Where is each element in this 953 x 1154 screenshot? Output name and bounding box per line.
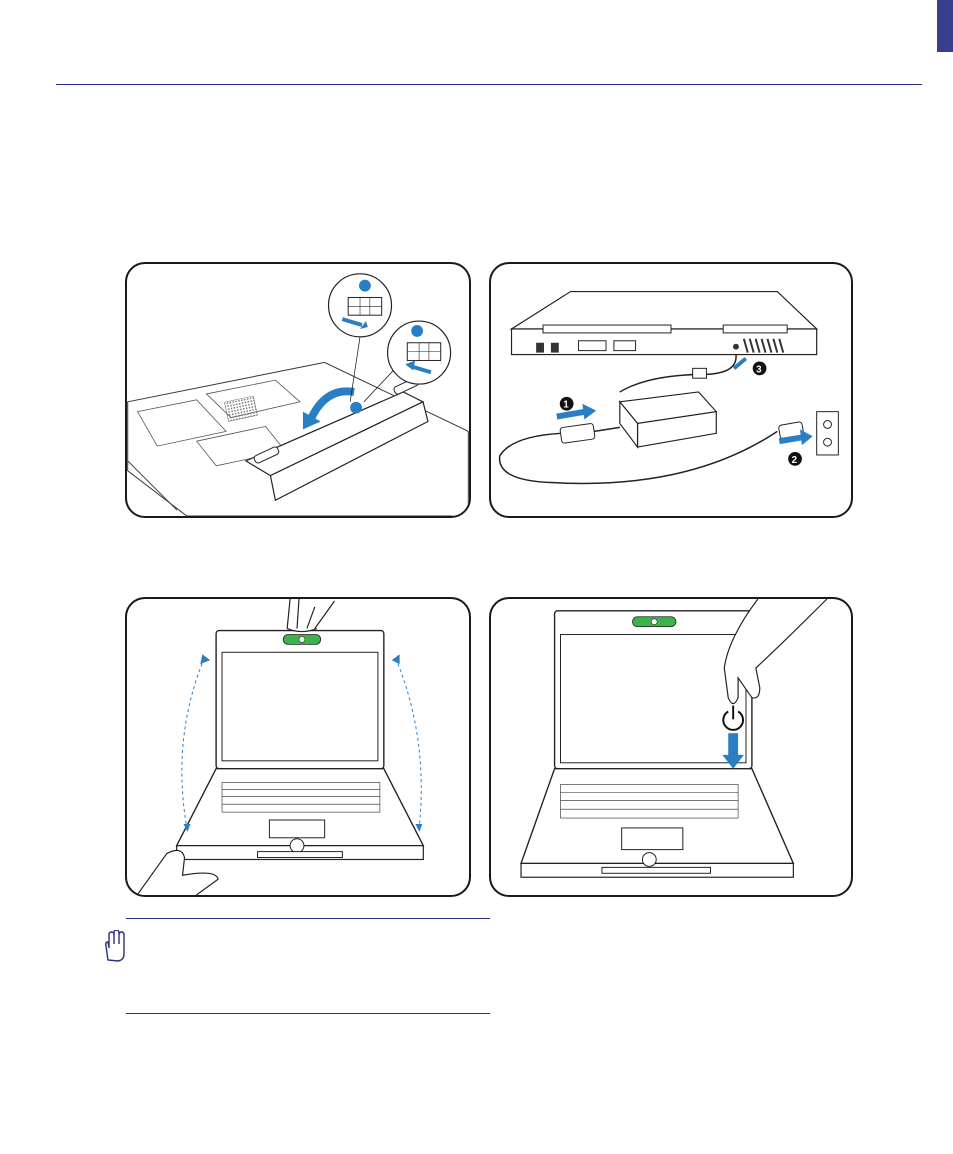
power-adapter-illustration: 1 2 3 xyxy=(491,264,851,516)
header-rule xyxy=(56,84,922,85)
figure-install-battery xyxy=(125,262,471,518)
callout-3: 3 xyxy=(756,364,762,375)
power-on-illustration xyxy=(491,599,851,895)
battery-illustration xyxy=(127,264,469,516)
note-bottom-rule xyxy=(126,1013,490,1014)
figure-open-display-panel xyxy=(125,597,471,897)
callout-1: 1 xyxy=(563,400,569,411)
callout-2: 2 xyxy=(792,455,798,466)
figure-turn-on-power xyxy=(489,597,853,897)
raised-hand-icon xyxy=(102,930,128,962)
open-display-illustration xyxy=(127,599,469,895)
page-tab-marker xyxy=(937,0,953,52)
figure-connect-power-adapter: 1 2 3 xyxy=(489,262,853,518)
note-top-rule xyxy=(126,918,490,919)
